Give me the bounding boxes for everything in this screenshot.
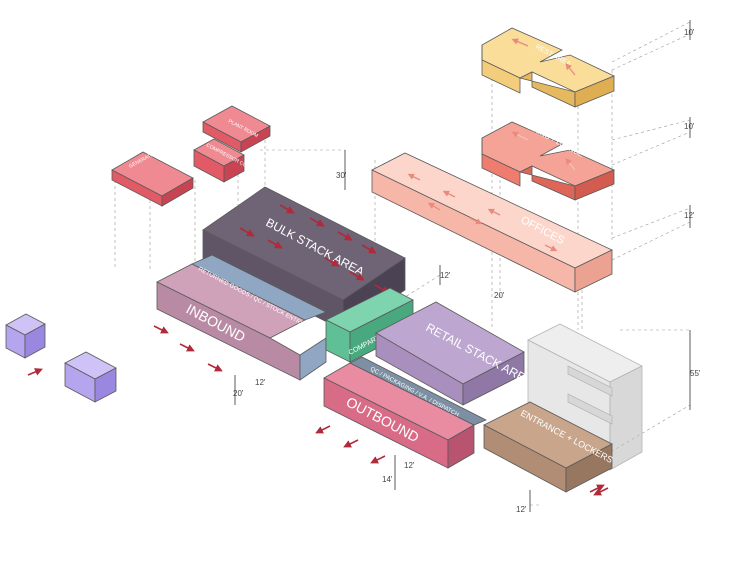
dim-gap: 20' xyxy=(494,291,505,300)
dim-comp: 12' xyxy=(440,271,451,280)
dim-inbound-gap: 20' xyxy=(233,389,244,398)
compressor-block: COMPRESSOR CONDENSER xyxy=(193,138,270,183)
dim-dining: 10' xyxy=(684,122,695,131)
dim-outbound: 12' xyxy=(404,461,415,470)
dim-outbound-gap: 14' xyxy=(382,475,393,484)
dim-bulk: 30' xyxy=(336,171,347,180)
dim-inbound: 12' xyxy=(255,378,266,387)
offices-block: OFFICES xyxy=(371,152,613,293)
dimension-marks: 10' 10' 12' 30' 12' 20' 55' 12' 20' 12' … xyxy=(233,20,701,514)
retail-stack-block: RETAIL STACK AREA xyxy=(375,301,535,406)
external-box-2 xyxy=(64,351,117,403)
inbound-block: RETURNED GOODS / QC / STOCK ENTRY INBOUN… xyxy=(27,254,327,381)
rest-area-block: REST AREA xyxy=(481,27,615,108)
external-box-1 xyxy=(5,313,46,359)
dining-lounge-block: DINING + LOUNGE xyxy=(481,121,616,201)
dim-rest: 10' xyxy=(684,28,695,37)
dim-entrance: 12' xyxy=(516,505,527,514)
dim-tower: 55' xyxy=(690,369,701,378)
outbound-block: QC / PACKAGING / V.A. / DISPATCH OUTBOUN… xyxy=(315,356,487,469)
plant-room-block: PLANT ROOM xyxy=(202,105,271,153)
dim-offices: 12' xyxy=(684,211,695,220)
